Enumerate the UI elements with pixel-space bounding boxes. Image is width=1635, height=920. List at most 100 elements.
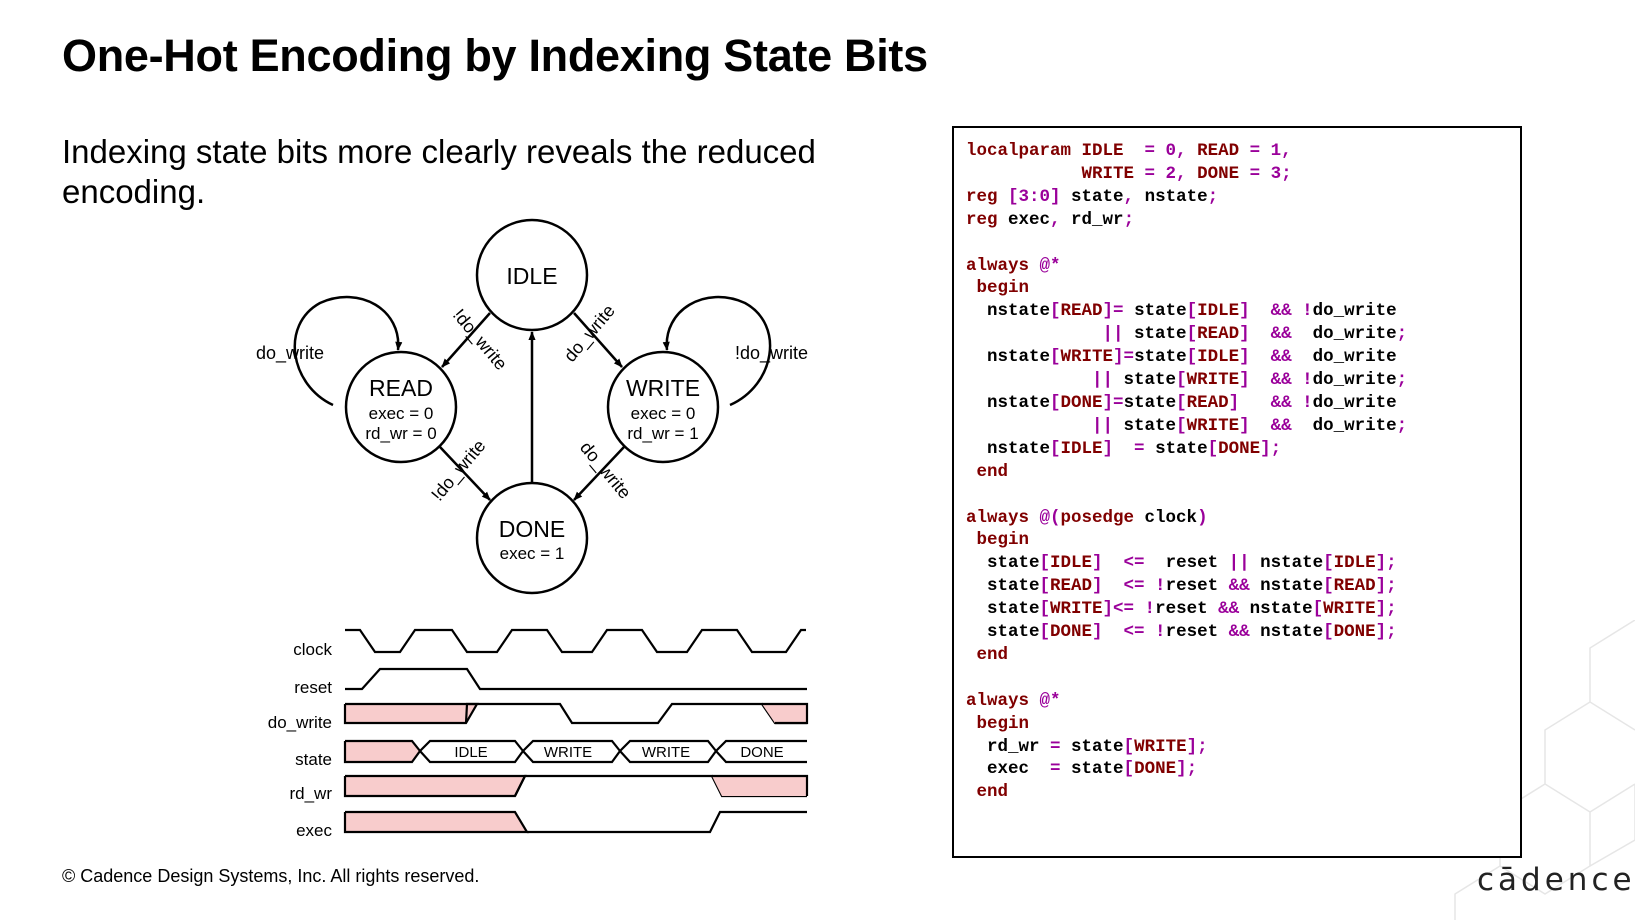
code-token: DONE [1134,759,1177,780]
code-token: ] && ! [1239,301,1313,322]
code-token: [ [1323,622,1334,643]
signal-clock-label: clock [293,640,332,659]
transition-read-self-arrow [293,295,403,407]
code-token: = 1, [1239,141,1292,161]
code-token: reset [1155,599,1219,620]
code-token: nstate [1260,553,1324,574]
code-token: begin [966,530,1030,551]
code-token: = 3; [1239,163,1292,184]
code-token: nstate [966,301,1051,322]
code-token: always [966,255,1040,276]
state-value-2: WRITE [544,744,592,761]
state-idle: IDLE [475,218,589,332]
exec-undefined-region [345,812,527,832]
code-token: ]= [1102,301,1135,322]
code-token: DONE [1050,622,1093,643]
code-token [966,324,1103,344]
code-token: ] = [1102,438,1156,459]
code-token: ]<= ! [1102,599,1156,620]
code-token: exec [966,759,1051,780]
code-token: = 2, [1134,163,1198,184]
code-line: || state[WRITE] && !do_write; [966,370,1407,390]
code-token: state [966,576,1040,597]
state-read-output-exec: exec = 0 [369,404,434,423]
code-token: && [1228,622,1261,643]
code-token: WRITE [1134,736,1187,757]
code-token: nstate [1249,599,1313,620]
code-token: reset [1165,576,1229,597]
code-token: end [966,644,1009,665]
code-token: state [1071,186,1124,207]
code-token: end [966,461,1009,482]
state-read-circle [344,350,458,464]
code-token: [ [1323,553,1334,574]
code-token: always [966,690,1040,711]
code-token: IDLE [1197,301,1240,322]
state-idle-circle [475,218,589,332]
code-line: begin [966,278,1030,299]
transition-write-self-arrow [662,295,772,407]
code-token: begin [966,278,1030,299]
transition-write-to-done-arrow [573,446,625,501]
signal-do-write-waveform [343,702,809,725]
code-token: ; [1123,209,1135,230]
code-token: DONE [1060,392,1103,413]
code-token: WRITE [1081,163,1135,184]
code-token: state [1123,415,1177,436]
code-token: ] && [1239,347,1313,368]
code-token: ]= [1113,347,1135,368]
code-token: state [966,553,1040,574]
code-token: [ [1186,347,1198,368]
code-token: state [1134,324,1187,345]
code-token: ] <= ! [1092,622,1166,643]
state-done: DONE exec = 1 [475,481,589,595]
code-token: ) [1197,507,1208,528]
code-token: ]= [1102,392,1124,413]
code-line: state[IDLE] <= reset || nstate[IDLE]; [966,553,1397,573]
code-line: nstate[IDLE] = state[DONE]; [966,439,1281,459]
code-line: WRITE = 2, DONE = 3; [966,164,1292,184]
code-token: always [966,507,1040,528]
code-token: ] <= [1092,553,1166,574]
code-line: reg exec, rd_wr; [966,210,1134,230]
state-write-name: WRITE [626,375,700,401]
code-token: ]; [1375,553,1397,574]
code-token: [ [1176,392,1187,413]
code-token: IDLE [1060,438,1103,459]
code-line: localparam IDLE = 0, READ = 1, [966,141,1292,161]
code-token: [ [1039,622,1051,643]
signal-clock-waveform [345,628,806,654]
slide-subtitle: Indexing state bits more clearly reveals… [62,133,816,210]
code-token: ]; [1375,622,1397,643]
code-token: reg [966,209,1009,230]
code-line: end [966,782,1009,803]
code-token: ] && [1239,415,1313,436]
code-token: end [966,782,1009,803]
code-token: state [1071,759,1124,780]
state-done-output-exec: exec = 1 [500,544,565,563]
code-token: , [1123,186,1145,207]
code-token [966,370,1092,390]
code-token: [ [1312,599,1324,620]
code-token: ]; [1176,759,1198,780]
code-token: || [1228,553,1261,574]
code-token: IDLE [1197,347,1240,368]
code-token: || [1092,415,1124,436]
signal-state-waveform [343,739,807,764]
code-line: reg [3:0] state, nstate; [966,187,1218,207]
code-line: || state[WRITE] && do_write; [966,416,1407,436]
code-token: exec [1008,209,1051,230]
code-token: state [1134,347,1187,368]
code-line: state[WRITE]<= !reset && nstate[WRITE]; [966,599,1397,619]
code-token: do_write [1312,301,1397,322]
code-token: state [1071,736,1124,757]
signal-exec-label: exec [296,821,332,840]
signal-state-label: state [295,750,332,769]
code-token: begin [966,713,1030,734]
verilog-code: localparam IDLE = 0, READ = 1, WRITE = 2… [954,128,1520,804]
transition-read-to-done-arrow [439,446,491,501]
signal-exec-waveform [343,810,807,834]
code-token: DONE [1333,622,1376,643]
verilog-code-panel: localparam IDLE = 0, READ = 1, WRITE = 2… [952,126,1522,858]
signal-reset-waveform [345,667,807,691]
